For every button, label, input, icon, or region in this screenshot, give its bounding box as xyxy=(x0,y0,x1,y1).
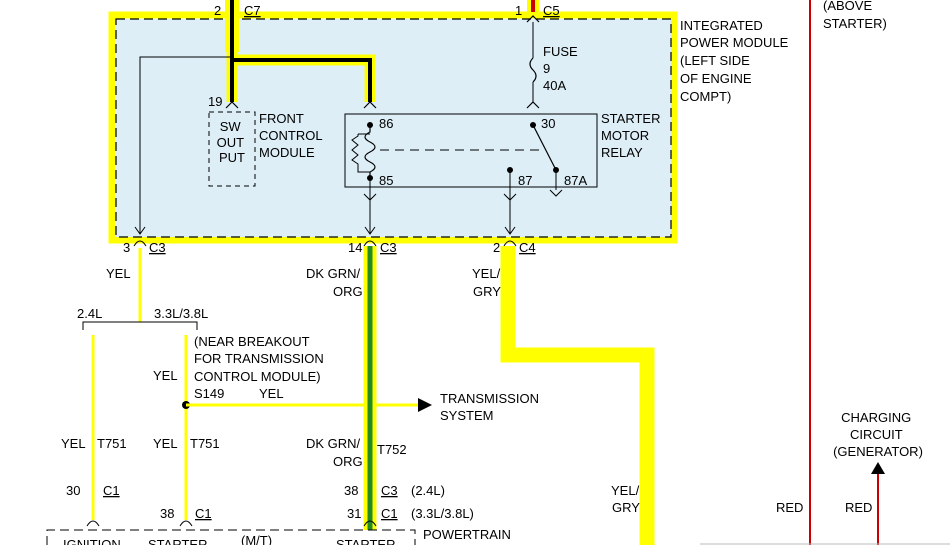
relay87-pin-symbol xyxy=(503,193,517,201)
c4-name: C4 xyxy=(519,240,536,255)
pcm-note-3338: (3.3L/3.8L) xyxy=(411,506,474,521)
pcm-box xyxy=(46,529,416,545)
t751-left-label: T751 xyxy=(97,436,127,451)
tx-system-label: TRANSMISSION SYSTEM xyxy=(440,391,543,423)
pcm-c1-c: C1 xyxy=(381,506,398,521)
relay-pin-87: 87 xyxy=(518,173,532,188)
relay-pin-86: 86 xyxy=(379,116,393,131)
c5-connector-symbol xyxy=(526,15,540,23)
relay-resistor xyxy=(351,133,370,173)
c4-arrow xyxy=(504,226,516,235)
relay30-pin-symbol xyxy=(526,101,540,109)
yelgry-label-1: YEL/ GRY xyxy=(472,266,504,299)
ipm-left-thin-wire xyxy=(139,56,232,234)
c3a-arrow xyxy=(134,226,146,235)
relay-pin-87a: 87A xyxy=(564,173,587,188)
c3a-name: C3 xyxy=(149,240,166,255)
ipm-label: INTEGRATED POWER MODULE (LEFT SIDE OF EN… xyxy=(680,18,792,104)
red-label-right: RED xyxy=(845,500,872,515)
yelgry-wire xyxy=(500,246,655,545)
c7-name: C7 xyxy=(244,3,261,18)
pcm-cut-label-2: STARTER xyxy=(148,537,207,545)
pcm-cut-label-3: (M/T) xyxy=(241,533,272,545)
pcm-pin-38-b: 38 xyxy=(344,483,358,498)
c3b-arrow xyxy=(364,226,376,235)
splice-label: S149 xyxy=(194,386,224,401)
fcm-pin: 19 xyxy=(208,94,222,109)
fcm-feed-wire xyxy=(230,52,372,102)
charging-label: CHARGING CIRCUIT (GENERATOR) xyxy=(833,410,923,459)
engine-24-label: 2.4L xyxy=(77,306,102,321)
charging-arrow xyxy=(871,462,885,474)
tx-arrow xyxy=(418,398,432,412)
pcm-pin-symbol-2 xyxy=(179,520,193,527)
dkgrn-label-1: DK GRN/ ORG xyxy=(306,266,364,299)
c4-pin: 2 xyxy=(493,240,500,255)
above-starter-label: (ABOVE STARTER) xyxy=(823,0,887,31)
pcm-note-24: (2.4L) xyxy=(411,483,445,498)
pcm-c3: C3 xyxy=(381,483,398,498)
t751-mid-label: T751 xyxy=(190,436,220,451)
relay-coil xyxy=(364,125,376,178)
c3b-pin: 14 xyxy=(348,240,362,255)
relay-pin-30: 30 xyxy=(541,116,555,131)
ipm-highlight xyxy=(108,11,678,244)
yel-label: YEL xyxy=(106,266,131,281)
pcm-cut-label-4: STARTER xyxy=(336,537,395,545)
yel-left-label: YEL xyxy=(61,436,86,451)
fcm-pin-symbol xyxy=(225,101,239,109)
dkgrn-label-2: DK GRN/ ORG xyxy=(306,436,364,469)
pcm-pin-symbol-1 xyxy=(86,520,100,527)
fuse-label: FUSE 9 40A xyxy=(543,44,581,93)
pcm-pin-31: 31 xyxy=(347,506,361,521)
yel-splice-label: YEL xyxy=(153,368,178,383)
relay87a-pin-symbol xyxy=(549,189,563,197)
c3b-name: C3 xyxy=(380,240,397,255)
relay-switch-arm xyxy=(532,124,557,171)
c3b-connector-symbol xyxy=(363,240,377,247)
ipm-box xyxy=(115,18,672,238)
yel-tx-label: YEL xyxy=(259,386,284,401)
pcm-pin-30: 30 xyxy=(66,483,80,498)
yelgry-label-2: YEL/ GRY xyxy=(611,483,643,515)
pcm-pin-38-a: 38 xyxy=(160,506,174,521)
red-label-left: RED xyxy=(776,500,803,515)
c4-connector-symbol xyxy=(503,240,517,247)
engine-bracket xyxy=(82,321,198,330)
fcm-label: FRONT CONTROL MODULE xyxy=(259,111,326,160)
breakout-note: (NEAR BREAKOUT FOR TRANSMISSION CONTROL … xyxy=(194,334,327,384)
pcm-c1-a: C1 xyxy=(103,483,120,498)
relay85-pin-symbol xyxy=(363,193,377,201)
c5-pin: 1 xyxy=(515,3,522,18)
fcm-box xyxy=(208,111,256,187)
pcm-pin-symbol-3 xyxy=(363,520,377,527)
c7-pin: 2 xyxy=(214,3,221,18)
engine-3338-label: 3.3L/3.8L xyxy=(154,306,208,321)
fcm-inner: SW OUT PUT xyxy=(217,119,248,165)
c3a-connector-symbol xyxy=(133,240,147,247)
pcm-c1-b: C1 xyxy=(195,506,212,521)
relay86-pin-symbol xyxy=(363,101,377,109)
pcm-title: POWERTRAIN xyxy=(423,527,511,542)
pcm-cut-label-1: IGNITION xyxy=(63,537,121,545)
relay-label: STARTER MOTOR RELAY xyxy=(601,111,664,160)
relay-pin-85: 85 xyxy=(379,173,393,188)
t752-label: T752 xyxy=(377,442,407,457)
relay-box xyxy=(344,113,598,188)
yel-mid-label: YEL xyxy=(153,436,178,451)
fuse-symbol xyxy=(529,57,537,83)
c5-name: C5 xyxy=(543,3,560,18)
c3a-pin: 3 xyxy=(123,240,130,255)
